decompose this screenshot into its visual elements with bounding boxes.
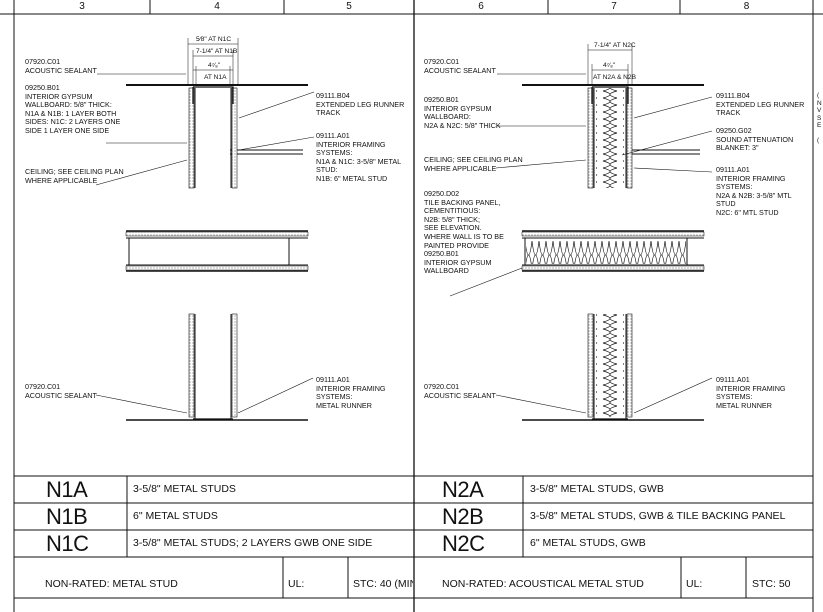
- wall-type-desc: 3-5/8" METAL STUDS, GWB & TILE BACKING P…: [530, 510, 786, 522]
- ul-left: UL:: [288, 578, 305, 590]
- wall-type-code: N2B: [442, 504, 484, 529]
- grid-number: 3: [79, 1, 85, 12]
- label-tile-backing-panel: 09250.D02 TILE BACKING PANEL, CEMENTITIO…: [424, 189, 504, 276]
- label-acoustic-sealant-top: 07920.C01 ACOUSTIC SEALANT: [25, 57, 97, 75]
- label-ceiling: CEILING; SEE CEILING PLAN WHERE APPLICAB…: [25, 167, 124, 185]
- stc-left: STC: 40 (MIN: [353, 578, 413, 590]
- label-sound-blanket: 09250.G02 SOUND ATTENUATION BLANKET: 3": [716, 126, 794, 153]
- grid-number: 7: [611, 1, 617, 12]
- label-interior-framing: 09111.A01 INTERIOR FRAMING SYSTEMS: N1A …: [316, 131, 402, 183]
- dim-n2a-frac: 4⁷⁄₈": [603, 62, 616, 69]
- dim-n2c: 7-1/4" AT N2C: [594, 42, 636, 49]
- wall-type-desc: 6" METAL STUDS, GWB: [530, 537, 646, 549]
- label-runner-track: 09111.B04 EXTENDED LEG RUNNER TRACK: [316, 91, 405, 118]
- edge-text: ( N V S E (: [817, 92, 822, 144]
- wall-type-code: N2A: [442, 477, 484, 502]
- detail-n2: [449, 44, 713, 421]
- dim-n1a: AT N1A: [204, 74, 227, 81]
- grid-number: 4: [214, 1, 220, 12]
- wall-type-code: N2C: [442, 531, 485, 556]
- ul-right: UL:: [686, 578, 703, 590]
- grid-number: 6: [478, 1, 484, 12]
- wall-type-desc: 3-5/8" METAL STUDS; 2 LAYERS GWB ONE SID…: [133, 537, 373, 549]
- grid-number: 5: [346, 1, 352, 12]
- wall-type-code: N1C: [46, 531, 89, 556]
- label-acoustic-sealant-top: 07920.C01 ACOUSTIC SEALANT: [424, 57, 496, 75]
- label-acoustic-sealant-bottom: 07920.C01 ACOUSTIC SEALANT: [424, 382, 496, 400]
- label-metal-runner: 09111.A01 INTERIOR FRAMING SYSTEMS: META…: [716, 375, 786, 410]
- label-gypsum-wallboard: 09250.B01 INTERIOR GYPSUM WALLBOARD: 5/8…: [25, 83, 121, 135]
- label-interior-framing: 09111.A01 INTERIOR FRAMING SYSTEMS: N2A …: [716, 165, 792, 217]
- rating-left: NON-RATED: METAL STUD: [45, 578, 178, 590]
- dim-n1b: 7-1/4" AT N1B: [196, 48, 238, 55]
- wall-type-desc: 3-5/8" METAL STUDS: [133, 483, 236, 495]
- rating-right: NON-RATED: ACOUSTICAL METAL STUD: [442, 578, 644, 590]
- label-runner-track: 09111.B04 EXTENDED LEG RUNNER TRACK: [716, 91, 805, 118]
- label-metal-runner: 09111.A01 INTERIOR FRAMING SYSTEMS: META…: [316, 375, 386, 410]
- dim-n2a: AT N2A & N2B: [593, 74, 637, 81]
- dim-n1a-frac: 4⁷⁄₈": [208, 62, 221, 69]
- grid-number: 8: [743, 1, 750, 12]
- stc-right: STC: 50: [752, 578, 791, 590]
- detail-n1: [95, 38, 315, 421]
- wall-type-desc: 3-5/8" METAL STUDS, GWB: [530, 483, 664, 495]
- wall-type-code: N1B: [46, 504, 88, 529]
- dim-n1c: 5⁄8" AT N1C: [196, 36, 232, 43]
- wall-type-desc: 6" METAL STUDS: [133, 510, 218, 522]
- label-acoustic-sealant-bottom: 07920.C01 ACOUSTIC SEALANT: [25, 382, 97, 400]
- label-ceiling: CEILING; SEE CEILING PLAN WHERE APPLICAB…: [424, 155, 523, 173]
- label-gypsum-wallboard: 09250.B01 INTERIOR GYPSUM WALLBOARD: N2A…: [424, 95, 501, 130]
- wall-type-code: N1A: [46, 477, 88, 502]
